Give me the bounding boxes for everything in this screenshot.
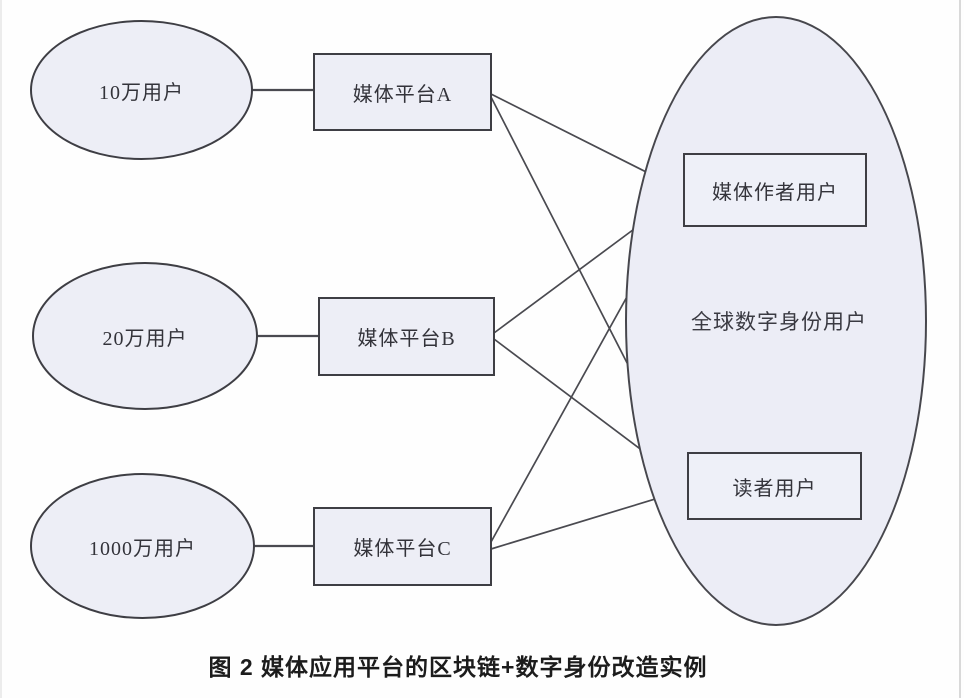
box-platform-c: 媒体平台C	[313, 507, 492, 586]
author-users-label: 媒体作者用户	[712, 181, 838, 204]
users-b-label: 20万用户	[102, 327, 188, 350]
box-reader-users: 读者用户	[687, 452, 862, 520]
box-platform-b: 媒体平台B	[318, 297, 495, 376]
global-identity-pool-ellipse	[625, 16, 927, 626]
platform-b-label: 媒体平台B	[357, 328, 456, 350]
ellipse-users-c: 1000万用户	[30, 473, 255, 619]
left-edge-artifact	[0, 0, 2, 698]
users-c-label: 1000万用户	[89, 537, 196, 560]
ellipse-users-b: 20万用户	[32, 262, 258, 410]
right-edge-artifact	[959, 0, 961, 698]
box-author-users: 媒体作者用户	[683, 153, 867, 227]
users-a-label: 10万用户	[99, 81, 184, 104]
box-platform-a: 媒体平台A	[313, 53, 492, 131]
reader-users-label: 读者用户	[732, 477, 817, 500]
platform-c-label: 媒体平台C	[353, 538, 452, 560]
ellipse-users-a: 10万用户	[30, 20, 253, 160]
figure-caption: 图 2 媒体应用平台的区块链+数字身份改造实例	[208, 654, 708, 680]
global-identity-pool-label: 全球数字身份用户	[691, 310, 867, 334]
platform-a-label: 媒体平台A	[352, 83, 453, 106]
